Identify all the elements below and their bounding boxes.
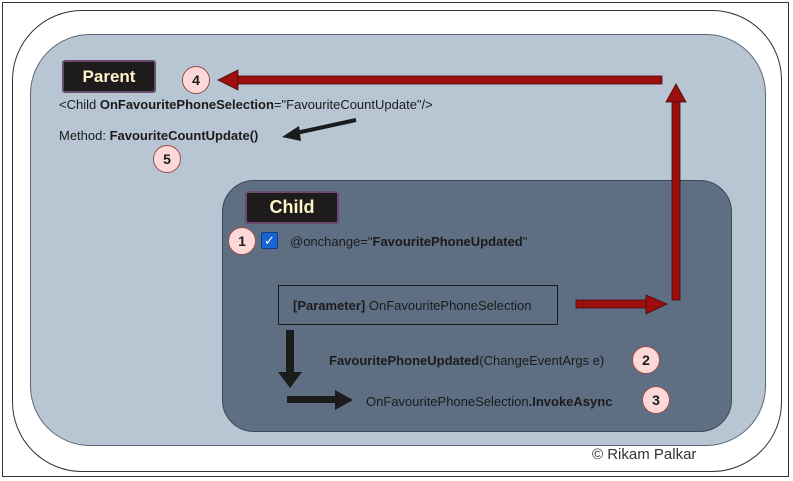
step-badge-4: 4 [182, 66, 210, 94]
parameter-attribute: [Parameter] [293, 298, 366, 313]
red-arrow-left [217, 69, 663, 91]
invoke-line: OnFavouritePhoneSelection.InvokeAsync [366, 394, 612, 409]
updated-args: (ChangeEventArgs e) [479, 353, 605, 368]
parameter-name: OnFavouritePhoneSelection [365, 298, 532, 313]
red-arrow-right [575, 294, 668, 315]
usage-prefix: <Child [59, 97, 100, 112]
check-icon: ✓ [264, 233, 275, 248]
updated-method: FavouritePhoneUpdated [329, 353, 480, 368]
parent-method-line: Method: FavouriteCountUpdate() [59, 128, 258, 143]
red-arrow-up [665, 83, 687, 301]
onchange-line: @onchange="FavouritePhoneUpdated" [290, 234, 527, 249]
copyright-text: © Rikam Palkar [592, 446, 697, 463]
parameter-box [278, 285, 558, 325]
step-badge-1: 1 [228, 227, 256, 255]
usage-suffix: ="FavouriteCountUpdate"/> [273, 97, 433, 112]
onchange-handler: FavouritePhoneUpdated [372, 234, 523, 249]
usage-param: OnFavouritePhoneSelection [99, 97, 274, 112]
black-arrow-left [282, 118, 357, 141]
child-label: Child [245, 191, 339, 224]
step-badge-2: 2 [632, 346, 660, 374]
parameter-line: [Parameter] OnFavouritePhoneSelection [293, 298, 531, 313]
method-name: FavouriteCountUpdate() [109, 128, 259, 143]
method-prefix: Method: [59, 128, 110, 143]
step-badge-3: 3 [642, 386, 670, 414]
onchange-prefix: @onchange=" [290, 234, 373, 249]
black-arrow-down [278, 330, 302, 388]
parent-usage-line: <Child OnFavouritePhoneSelection="Favour… [59, 97, 433, 112]
onchange-suffix: " [522, 234, 528, 249]
step-badge-5: 5 [153, 145, 181, 173]
invoke-method: .InvokeAsync [528, 394, 613, 409]
black-arrow-right [287, 390, 353, 410]
favourite-checkbox[interactable]: ✓ [261, 232, 278, 249]
updated-method-line: FavouritePhoneUpdated(ChangeEventArgs e) [329, 353, 604, 368]
parent-label: Parent [62, 60, 156, 93]
invoke-prefix: OnFavouritePhoneSelection [366, 394, 529, 409]
